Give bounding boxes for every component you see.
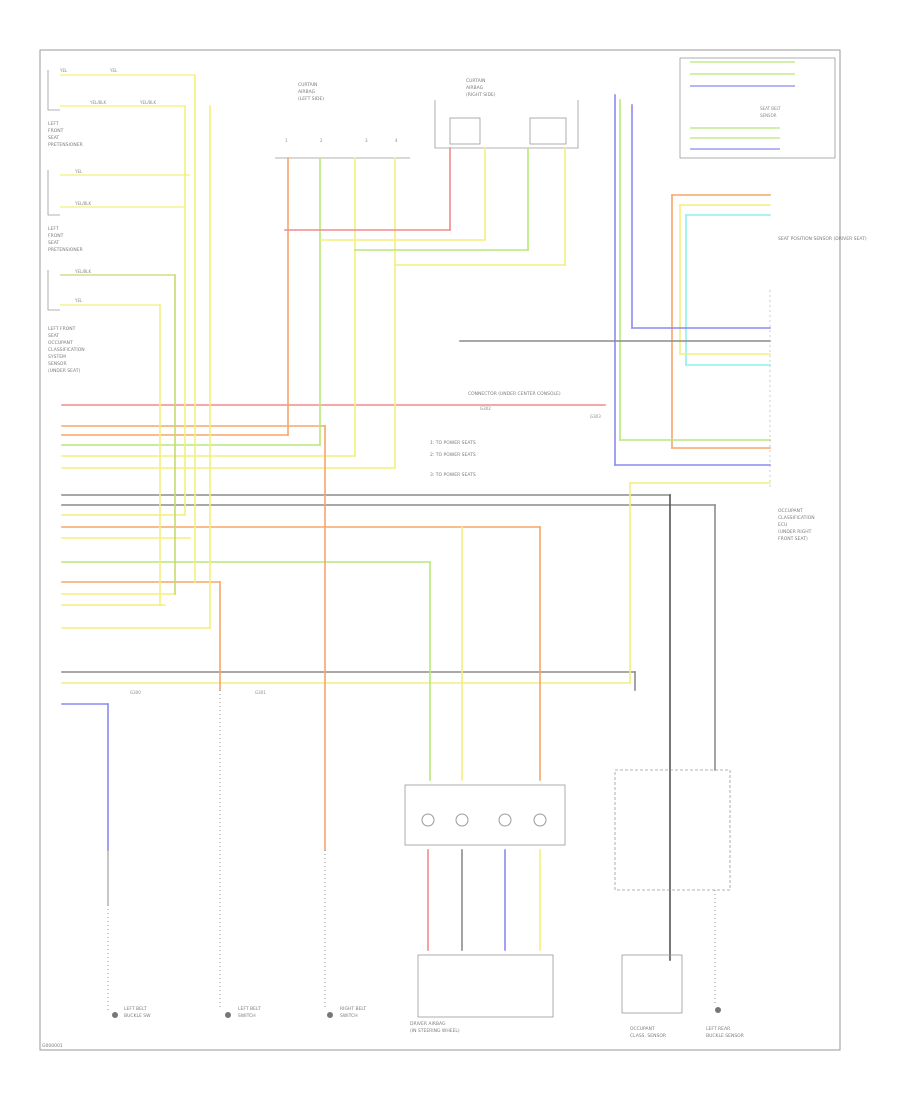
svg-text:LEFT: LEFT bbox=[48, 121, 59, 127]
svg-text:FRONT SEAT): FRONT SEAT) bbox=[778, 536, 808, 542]
mid-notes: CONNECTOR (UNDER CENTER CONSOLE) 1: TO P… bbox=[430, 391, 561, 478]
svg-text:2: 2 bbox=[320, 138, 323, 143]
svg-text:SWITCH: SWITCH bbox=[238, 1013, 256, 1019]
svg-text:SYSTEM: SYSTEM bbox=[48, 354, 66, 360]
svg-text:YEL/BLK: YEL/BLK bbox=[74, 201, 92, 206]
svg-text:BUCKLE SW: BUCKLE SW bbox=[124, 1013, 151, 1019]
svg-text:PRETENSIONER: PRETENSIONER bbox=[48, 247, 83, 253]
svg-text:1: TO POWER SEATS: 1: TO POWER SEATS bbox=[430, 440, 476, 446]
curtain-airbag-left: CURTAIN AIRBAG (LEFT SIDE) 1 2 3 4 bbox=[275, 82, 410, 159]
svg-text:YEL: YEL bbox=[109, 68, 118, 73]
svg-text:4: 4 bbox=[395, 138, 398, 143]
svg-text:CURTAIN: CURTAIN bbox=[466, 78, 485, 84]
svg-text:3: 3 bbox=[365, 138, 368, 143]
svg-text:AIRBAG: AIRBAG bbox=[466, 85, 484, 91]
seat-belt-switch-right: RIGHT BELT SWITCH bbox=[324, 850, 366, 1019]
svg-text:CURTAIN: CURTAIN bbox=[298, 82, 317, 88]
driver-airbag: DRIVER AIRBAG (IN STEERING WHEEL) bbox=[404, 784, 566, 1034]
diagram-frame bbox=[39, 49, 841, 1051]
curtain-airbag-right: CURTAIN AIRBAG (RIGHT SIDE) bbox=[434, 78, 579, 149]
svg-text:YEL: YEL bbox=[59, 68, 68, 73]
svg-text:CONNECTOR (UNDER CENTER CONSOL: CONNECTOR (UNDER CENTER CONSOLE) bbox=[468, 391, 561, 397]
horizontal-wires bbox=[61, 404, 716, 705]
svg-text:LEFT REAR: LEFT REAR bbox=[706, 1026, 730, 1032]
svg-text:(LEFT SIDE): (LEFT SIDE) bbox=[298, 96, 324, 102]
svg-text:OCCUPANT: OCCUPANT bbox=[630, 1026, 655, 1032]
svg-text:(IN STEERING WHEEL): (IN STEERING WHEEL) bbox=[410, 1028, 460, 1034]
occupant-classification-module: OCCUPANT CLASS. SENSOR bbox=[614, 769, 731, 1039]
svg-text:FRONT: FRONT bbox=[48, 233, 64, 239]
svg-text:ECU: ECU bbox=[778, 522, 787, 528]
svg-text:YEL/BLK: YEL/BLK bbox=[139, 100, 157, 105]
left-sensor-2: LEFT FRONT SEAT PRETENSIONER YEL YEL/BLK bbox=[47, 121, 190, 216]
right-top-component: SEAT BELT SENSOR bbox=[679, 57, 836, 159]
svg-text:LEFT FRONT: LEFT FRONT bbox=[48, 326, 76, 332]
svg-text:G303: G303 bbox=[590, 414, 601, 419]
svg-text:OCCUPANT: OCCUPANT bbox=[48, 340, 73, 346]
svg-text:BUCKLE SENSOR: BUCKLE SENSOR bbox=[706, 1033, 744, 1039]
svg-text:SWITCH: SWITCH bbox=[340, 1013, 358, 1019]
svg-text:YEL/BLK: YEL/BLK bbox=[89, 100, 107, 105]
svg-text:LEFT BELT: LEFT BELT bbox=[124, 1006, 147, 1012]
svg-text:SEAT: SEAT bbox=[48, 240, 59, 246]
svg-text:YEL: YEL bbox=[74, 298, 83, 303]
svg-text:LEFT BELT: LEFT BELT bbox=[238, 1006, 261, 1012]
svg-text:(UNDER SEAT): (UNDER SEAT) bbox=[48, 368, 80, 374]
footer-code: G000001 bbox=[42, 1043, 63, 1049]
svg-text:CLASSIFICATION: CLASSIFICATION bbox=[48, 347, 85, 353]
svg-text:YEL/BLK: YEL/BLK bbox=[74, 269, 92, 274]
left-sensor-3: LEFT FRONT SEAT PRETENSIONER YEL/BLK YEL bbox=[47, 226, 175, 311]
rear-buckle-sensor: LEFT REAR BUCKLE SENSOR bbox=[706, 890, 744, 1039]
svg-text:AIRBAG: AIRBAG bbox=[298, 89, 316, 95]
svg-text:(RIGHT SIDE): (RIGHT SIDE) bbox=[466, 92, 496, 98]
svg-text:3: TO POWER SEATS: 3: TO POWER SEATS bbox=[430, 472, 476, 478]
svg-text:SENSOR: SENSOR bbox=[48, 361, 67, 367]
ground-labels: G300 G301 G302 G303 bbox=[130, 406, 601, 695]
svg-text:DRIVER AIRBAG: DRIVER AIRBAG bbox=[410, 1021, 446, 1027]
left-top-component-1: YEL YEL YEL/BLK YEL/BLK bbox=[47, 68, 195, 111]
svg-text:SEAT BELT: SEAT BELT bbox=[760, 106, 781, 111]
svg-text:SEAT: SEAT bbox=[48, 135, 59, 141]
svg-text:1: 1 bbox=[285, 138, 288, 143]
vertical-wires bbox=[107, 74, 771, 961]
svg-text:G300: G300 bbox=[130, 690, 141, 695]
svg-text:SENSOR: SENSOR bbox=[760, 113, 777, 118]
svg-text:2: TO POWER SEATS: 2: TO POWER SEATS bbox=[430, 452, 476, 458]
svg-text:SEAT POSITION SENSOR (DRIVER S: SEAT POSITION SENSOR (DRIVER SEAT) bbox=[778, 236, 867, 242]
svg-text:G302: G302 bbox=[480, 406, 491, 411]
seat-belt-switch-mid: LEFT BELT SWITCH bbox=[219, 690, 261, 1019]
svg-text:CLASS. SENSOR: CLASS. SENSOR bbox=[630, 1033, 666, 1039]
left-sensor-4-label: LEFT FRONT SEAT OCCUPANT CLASSIFICATION … bbox=[48, 326, 85, 374]
right-seat-position-sensor-label: SEAT POSITION SENSOR (DRIVER SEAT) bbox=[778, 236, 867, 242]
svg-text:PRETENSIONER: PRETENSIONER bbox=[48, 142, 83, 148]
svg-text:(UNDER RIGHT: (UNDER RIGHT bbox=[778, 529, 812, 535]
svg-text:LEFT: LEFT bbox=[48, 226, 59, 232]
svg-text:OCCUPANT: OCCUPANT bbox=[778, 508, 803, 514]
svg-text:SEAT: SEAT bbox=[48, 333, 59, 339]
svg-text:RIGHT BELT: RIGHT BELT bbox=[340, 1006, 366, 1012]
svg-text:YEL: YEL bbox=[74, 169, 83, 174]
right-ecu-label: OCCUPANT CLASSIFICATION ECU (UNDER RIGHT… bbox=[778, 508, 815, 542]
svg-text:FRONT: FRONT bbox=[48, 128, 64, 134]
svg-text:G301: G301 bbox=[255, 690, 266, 695]
seat-belt-switch-left: LEFT BELT BUCKLE SW bbox=[107, 850, 151, 1019]
svg-text:CLASSIFICATION: CLASSIFICATION bbox=[778, 515, 815, 521]
